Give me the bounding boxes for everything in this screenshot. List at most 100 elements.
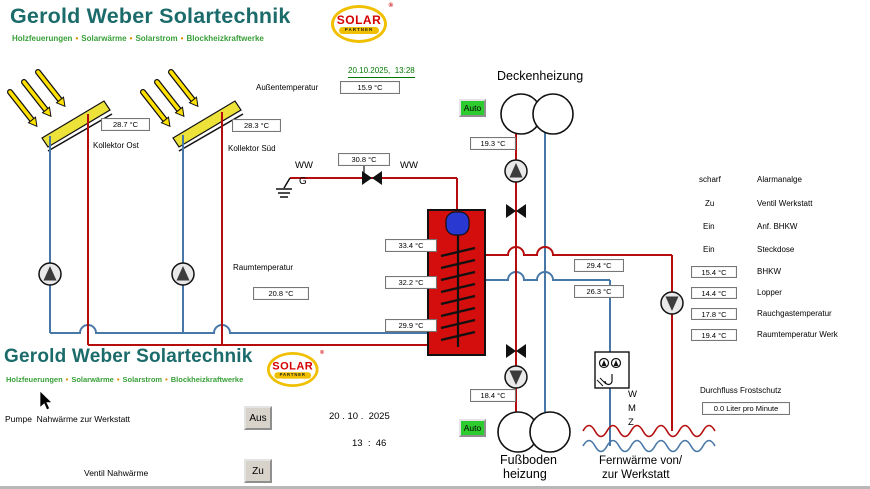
ventil-nahwaerme-label: Ventil Nahwärme <box>84 468 149 478</box>
solar-partner-logo-bottom: SOLAR PARTNER ® <box>267 350 324 387</box>
logo-partner-text: PARTNER <box>338 27 380 34</box>
status-label-steckdose: Steckdose <box>757 245 795 254</box>
aussentemperatur-value: 15.9 °C <box>340 81 400 94</box>
valve-ww <box>362 171 382 185</box>
ww-label-right: WW <box>400 160 418 171</box>
pumpe-nahwaerme-button[interactable]: Aus <box>244 406 272 430</box>
ww-label-left: WW <box>295 160 313 171</box>
ground-symbol <box>276 177 292 198</box>
time-bottom: 13 : 46 <box>352 438 387 449</box>
tank-middle-value: 32.2 °C <box>385 276 437 289</box>
valve-fussbodenheizung <box>506 344 526 358</box>
brand-subtitle: Holzfeuerungen•Solarwärme•Solarstrom•Blo… <box>12 34 264 43</box>
page-title: Gerold Weber Solartechnik <box>10 4 291 28</box>
pipe-supply-right <box>485 246 672 256</box>
status-value-rauchgas: 17.8 °C <box>691 308 737 320</box>
ventil-nahwaerme-button[interactable]: Zu <box>244 459 272 483</box>
ww-value: 30.8 °C <box>338 153 390 166</box>
sun-arrows-sued <box>140 69 199 128</box>
subtitle-bullet: • <box>180 34 184 43</box>
status-value-bhkw: 15.4 °C <box>691 266 737 278</box>
storage-tank <box>427 209 486 356</box>
status-value-alarm: scharf <box>699 175 721 184</box>
subtitle-item: Solarwärme <box>81 34 127 43</box>
pipe-cold-to-tank <box>50 324 428 334</box>
valve-deckenheizung <box>506 204 526 218</box>
pump-fussbodenheizung <box>504 365 528 389</box>
ground-label: G <box>299 176 307 187</box>
fernwaerme-label-2: zur Werkstatt <box>602 469 670 481</box>
deckenheizung-label: Deckenheizung <box>497 69 584 83</box>
subtitle-bullet: • <box>116 375 120 384</box>
status-value-ventil: Zu <box>705 199 715 208</box>
pumpe-nahwaerme-label: Pumpe Nahwärme zur Werkstatt <box>5 414 131 424</box>
vorlauf-rechts-value: 29.4 °C <box>574 259 624 272</box>
subtitle-item: Holzfeuerungen <box>12 34 73 43</box>
kollektor-sued-label: Kollektor Süd <box>228 144 276 153</box>
fussboden-value: 18.4 °C <box>470 389 516 402</box>
status-value-raum-werkstatt: 19.4 °C <box>691 329 737 341</box>
fussboden-label-2: heizung <box>503 467 547 481</box>
status-label-alarm: Alarmanalge <box>757 175 802 184</box>
status-label-ventil: Ventil Werkstatt <box>757 199 813 208</box>
logo-solar-text: SOLAR <box>272 359 314 373</box>
wmz-letter-m: M <box>628 403 636 414</box>
bottom-border <box>0 486 870 489</box>
status-value-lopper: 14.4 °C <box>691 287 737 299</box>
wmz-letter-w: W <box>628 389 637 400</box>
status-label-rauchgas: Rauchgastemperatur <box>757 309 832 318</box>
wmz-letter-z: Z <box>628 417 634 428</box>
date-bottom: 20 . 10 . 2025 <box>329 411 390 422</box>
subtitle-item: Solarstrom <box>122 375 163 384</box>
fussbodenheizung-symbol <box>497 411 571 453</box>
fernwaerme-label-1: Fernwärme von/ <box>599 455 683 467</box>
logo-registered-mark: ® <box>388 3 393 9</box>
subtitle-item: Blockheizkraftwerke <box>186 34 264 43</box>
tank-top-value: 33.4 °C <box>385 239 437 252</box>
status-value-bhkw-anf: Ein <box>703 222 715 231</box>
status-value-steckdose: Ein <box>703 245 715 254</box>
logo-registered-mark: ® <box>319 350 325 356</box>
logo-solar-text: SOLAR <box>336 13 382 28</box>
aussentemperatur-label: Außentemperatur <box>256 83 319 92</box>
fussboden-label-1: Fußboden <box>500 453 557 467</box>
kollektor-ost-value: 28.7 °C <box>101 118 150 131</box>
subtitle-bullet: • <box>165 375 168 384</box>
raumtemperatur-label: Raumtemperatur <box>233 263 294 272</box>
subtitle-item: Solarwärme <box>71 375 114 384</box>
mouse-cursor <box>39 390 53 411</box>
fernwaerme-wave-cold <box>582 439 716 453</box>
tank-cap <box>445 211 470 236</box>
subtitle-item: Solarstrom <box>135 34 178 43</box>
wmz-meter <box>594 351 630 389</box>
solar-partner-logo: SOLAR PARTNER ® <box>331 3 393 43</box>
sun-arrows-ost <box>7 69 66 128</box>
pump-deckenheizung <box>504 159 528 183</box>
tank-bottom-value: 29.9 °C <box>385 319 437 332</box>
deckenheizung-value: 19.3 °C <box>470 137 516 150</box>
deckenheizung-auto-button[interactable]: Auto <box>459 99 486 117</box>
fernwaerme-wave-hot <box>582 424 716 438</box>
durchfluss-label: Durchfluss Frostschutz <box>700 386 782 395</box>
pipes-cold <box>49 132 611 446</box>
pipe-return-right <box>485 271 610 281</box>
kollektor-sued-value: 28.3 °C <box>232 119 281 132</box>
pump-fernwaerme <box>660 291 684 315</box>
subtitle-bullet: • <box>129 34 133 43</box>
durchfluss-value: 0.0 Liter pro Minute <box>702 402 790 415</box>
subtitle-item: Blockheizkraftwerke <box>170 375 244 384</box>
raumtemperatur-value: 20.8 °C <box>253 287 309 300</box>
page-title-bottom: Gerold Weber Solartechnik <box>4 346 253 367</box>
brand-subtitle-bottom: Holzfeuerungen•Solarwärme•Solarstrom•Blo… <box>6 375 243 384</box>
pump-kollektor-sued <box>171 262 195 286</box>
fussboden-auto-button[interactable]: Auto <box>459 419 486 437</box>
ruecklauf-rechts-value: 26.3 °C <box>574 285 624 298</box>
status-label-raum-werkstatt: Raumtemperatur Werk <box>757 330 838 339</box>
subtitle-bullet: • <box>75 34 79 43</box>
status-label-lopper: Lopper <box>757 288 782 297</box>
tank-coil <box>440 246 476 342</box>
subtitle-bullet: • <box>65 375 69 384</box>
datetime-top: 20.10.2025, 13:28 <box>348 66 415 78</box>
logo-partner-text: PARTNER <box>274 372 312 379</box>
kollektor-ost-label: Kollektor Ost <box>93 141 139 150</box>
